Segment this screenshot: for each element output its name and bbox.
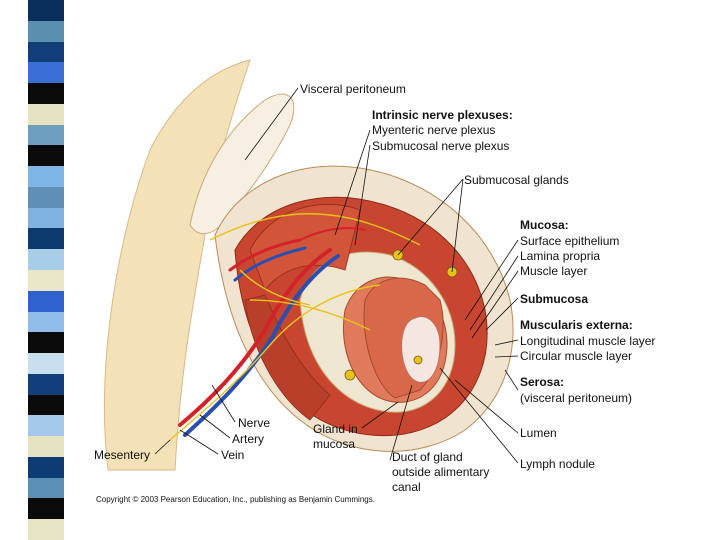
strip-segment [28,436,64,458]
label-serosa-visceral-peritoneum: (visceral peritoneum) [520,391,633,405]
blood-vessels [178,227,366,437]
label-serosa: Serosa: [520,375,565,389]
label-longitudinal-muscle-layer: Longitudinal muscle layer [520,334,656,348]
label-submucosal-nerve-plexus: Submucosal nerve plexus [372,139,510,153]
strip-segment [28,270,64,292]
strip-segment [28,394,64,416]
strip-segment [28,498,64,520]
label-duct-of-gland-1: Duct of gland [392,450,463,464]
strip-segment [28,228,64,250]
label-mucosa: Mucosa: [520,218,569,232]
strip-segment [28,353,64,375]
strip-segment [28,186,64,209]
label-lymph-nodule: Lymph nodule [520,457,595,471]
strip-segment [28,0,64,22]
strip-segment [28,456,64,479]
strip-segment [28,207,64,229]
nerves [169,213,421,441]
label-submucosal-glands: Submucosal glands [464,173,569,187]
strip-segment [28,477,64,499]
label-gland-in-mucosa-1: Gland in [313,422,358,436]
strip-segment [28,20,64,43]
strip-segment [28,332,64,354]
strip-segment [28,519,64,540]
label-myenteric-nerve-plexus: Myenteric nerve plexus [372,123,496,137]
label-duct-of-gland-2: outside alimentary [392,465,490,479]
copyright-notice: Copyright © 2003 Pearson Education, Inc.… [96,495,375,504]
strip-segment [28,249,64,271]
strip-segment [28,373,64,396]
strip-segment [28,41,64,63]
lumen [401,316,441,383]
label-vein: Vein [221,448,245,462]
label-gland-in-mucosa-2: mucosa [313,437,356,451]
strip-segment [28,62,64,84]
label-visceral-peritoneum: Visceral peritoneum [300,82,406,96]
label-intrinsic-nerve-plexuses: Intrinsic nerve plexuses: [372,108,513,122]
leader-lines [154,87,519,464]
label-muscle-layer: Muscle layer [520,264,588,278]
label-lamina-propria: Lamina propria [520,249,601,263]
strip-segment [28,166,64,188]
strip-segment [28,83,64,105]
strip-segment [28,290,64,313]
strip-segment [28,103,64,126]
strip-segment [28,145,64,167]
label-circular-muscle-layer: Circular muscle layer [520,349,633,363]
label-muscularis-externa: Muscularis externa: [520,318,633,332]
strip-segment [28,311,64,333]
label-artery: Artery [232,432,265,446]
strip-segment [28,415,64,437]
label-mesentery: Mesentery [94,448,151,462]
label-submucosa: Submucosa [520,292,589,306]
label-nerve: Nerve [238,416,271,430]
strip-segment [28,124,64,146]
label-lumen: Lumen [520,426,557,440]
label-duct-of-gland-3: canal [392,480,421,494]
decorative-side-strip [0,0,64,540]
label-surface-epithelium: Surface epithelium [520,234,620,248]
